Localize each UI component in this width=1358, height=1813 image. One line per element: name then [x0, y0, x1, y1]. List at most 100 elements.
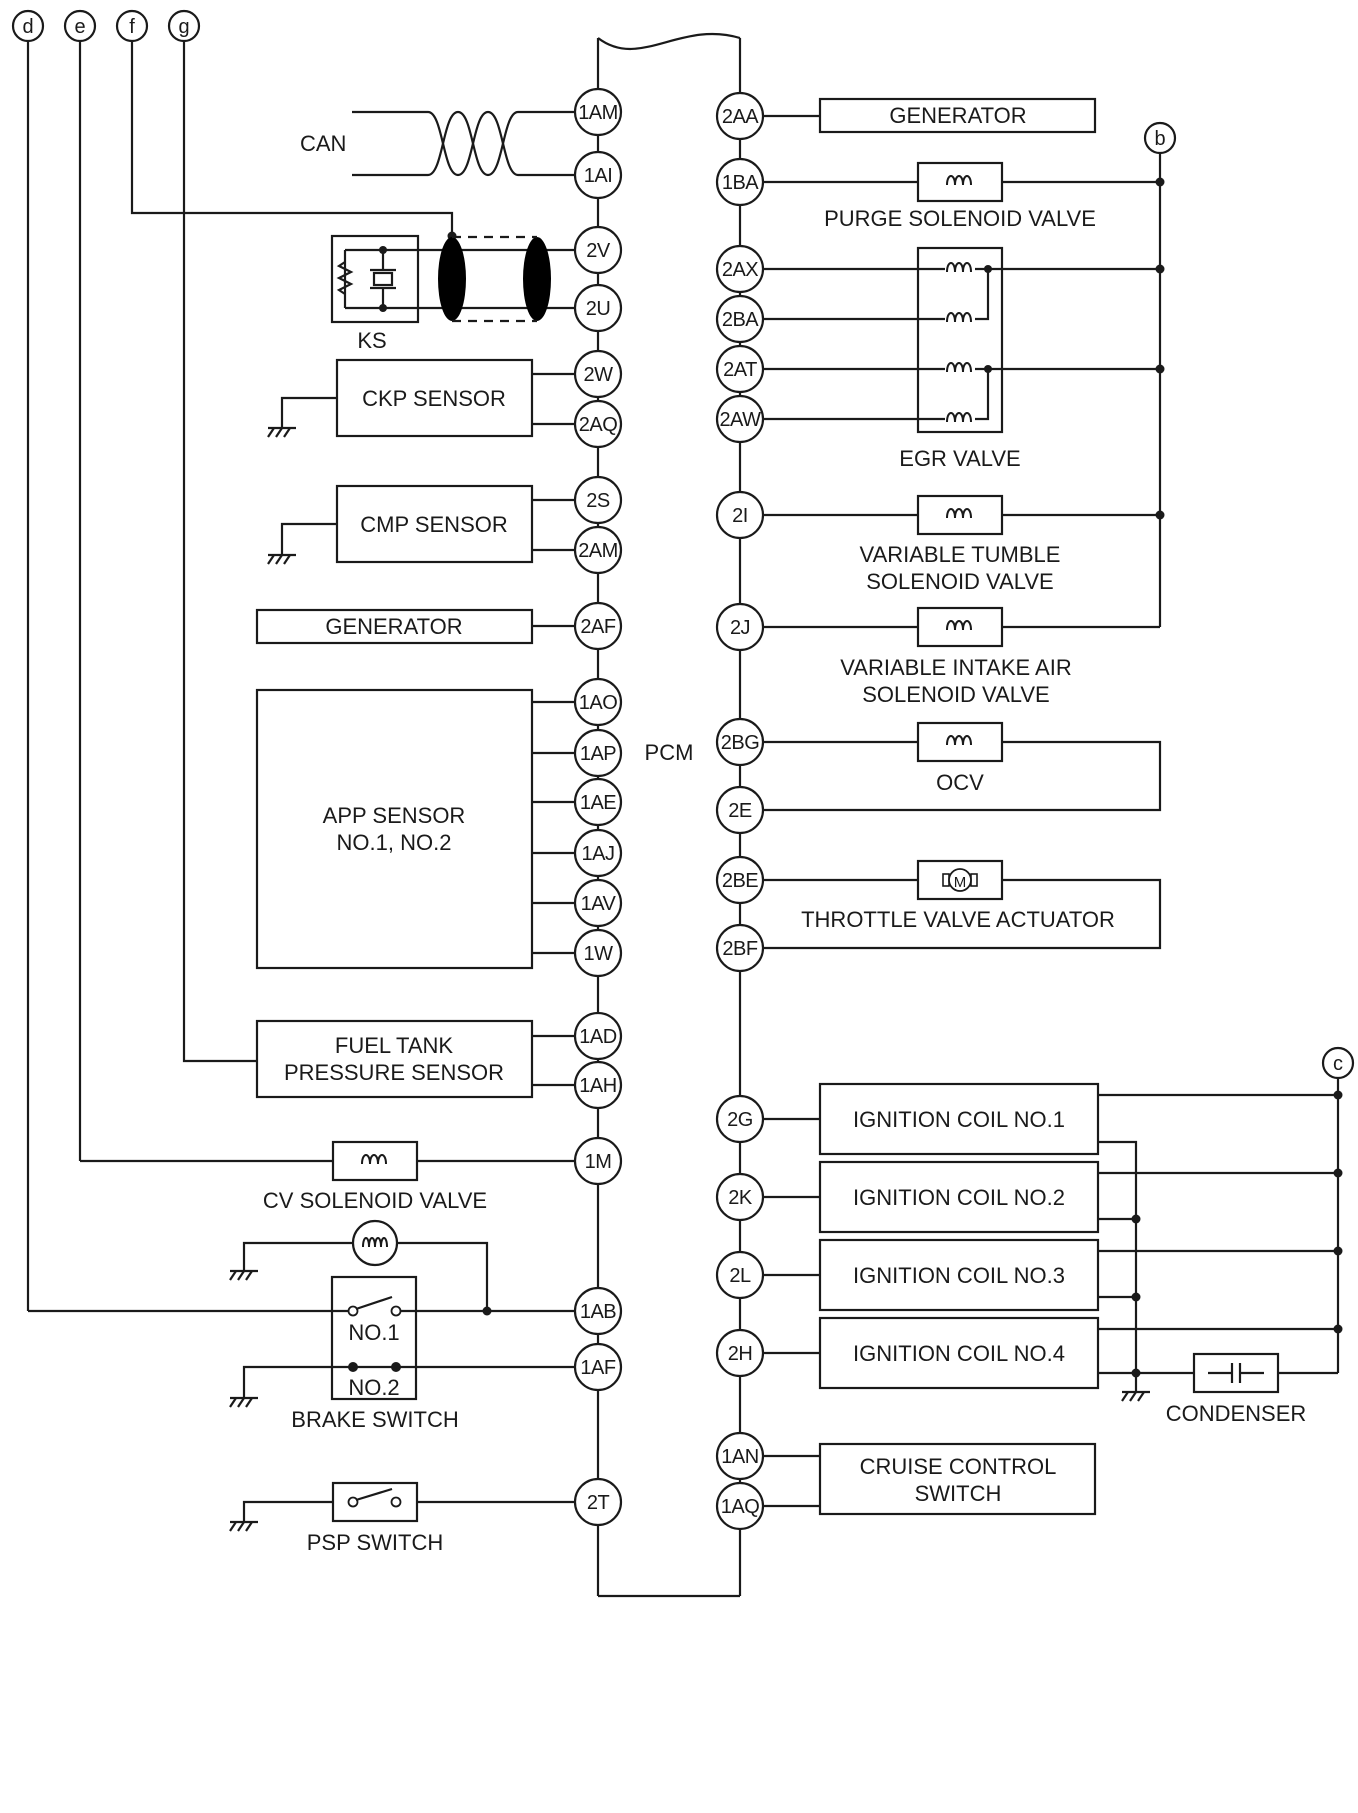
fuel-tank-pressure-sensor: FUEL TANK PRESSURE SENSOR: [255, 1019, 575, 1099]
condenser: CONDENSER: [1166, 1352, 1338, 1426]
vt-label-2: SOLENOID VALVE: [866, 569, 1053, 594]
purge-solenoid-valve: PURGE SOLENOID VALVE: [763, 161, 1160, 231]
svg-text:1M: 1M: [585, 1151, 612, 1173]
svg-text:1AI: 1AI: [584, 165, 613, 187]
psp-switch: PSP SWITCH: [228, 1481, 575, 1555]
pin-1AF: 1AF: [573, 1342, 623, 1392]
svg-text:1W: 1W: [584, 943, 614, 965]
ig2-label: IGNITION COIL NO.2: [853, 1185, 1065, 1210]
motor-icon: M: [954, 874, 967, 891]
pin-1AB: 1AB: [573, 1286, 623, 1336]
pcm-pins-left: 1AM 1AI 2V 2U 2W 2AQ 2S 2AM 2AF 1AO 1AP …: [573, 87, 623, 1527]
svg-text:2K: 2K: [728, 1187, 753, 1209]
pin-1BA: 1BA: [715, 157, 765, 207]
svg-text:2AQ: 2AQ: [579, 414, 618, 436]
app-sensor: APP SENSOR NO.1, NO.2: [255, 688, 575, 970]
pin-1AO: 1AO: [573, 677, 623, 727]
svg-text:e: e: [74, 16, 85, 38]
svg-text:1AJ: 1AJ: [582, 843, 615, 865]
svg-text:2AF: 2AF: [580, 616, 615, 638]
pcm-pins-right: 2AA 1BA 2AX 2BA 2AT 2AW 2I 2J 2BG 2E 2BE…: [715, 91, 765, 1531]
pin-2S: 2S: [573, 475, 623, 525]
pin-2AA: 2AA: [715, 91, 765, 141]
pin-1AV: 1AV: [573, 878, 623, 928]
connector-d: d: [11, 9, 45, 1311]
pin-2AF: 2AF: [573, 601, 623, 651]
svg-text:2BG: 2BG: [721, 732, 760, 754]
pin-1AP: 1AP: [573, 728, 623, 778]
cc-label-2: SWITCH: [915, 1481, 1002, 1506]
ig3-label: IGNITION COIL NO.3: [853, 1263, 1065, 1288]
svg-text:2L: 2L: [729, 1265, 751, 1287]
can-bus: CAN: [300, 110, 575, 177]
svg-text:2AX: 2AX: [722, 259, 758, 281]
ftps-label-2: PRESSURE SENSOR: [284, 1060, 504, 1085]
svg-text:2E: 2E: [728, 800, 752, 822]
app-label-2: NO.1, NO.2: [337, 830, 452, 855]
pin-2AT: 2AT: [715, 344, 765, 394]
ignition-coil-3: IGNITION COIL NO.3: [763, 1238, 1338, 1312]
svg-text:c: c: [1333, 1053, 1343, 1075]
generator-right-label: GENERATOR: [889, 103, 1026, 128]
can-label: CAN: [300, 131, 346, 156]
svg-text:2S: 2S: [586, 490, 610, 512]
svg-text:2AM: 2AM: [578, 540, 618, 562]
svg-text:1AB: 1AB: [580, 1301, 616, 1323]
pin-2U: 2U: [573, 283, 623, 333]
variable-tumble-solenoid-valve: VARIABLE TUMBLE SOLENOID VALVE: [763, 494, 1160, 594]
pin-1AM: 1AM: [573, 87, 623, 137]
svg-text:1AN: 1AN: [721, 1446, 758, 1468]
connector-e: e: [63, 9, 97, 1161]
pin-1AN: 1AN: [715, 1431, 765, 1481]
cv-solenoid-valve: CV SOLENOID VALVE: [80, 1140, 575, 1213]
generator-right: GENERATOR: [763, 97, 1097, 134]
pin-2BA: 2BA: [715, 294, 765, 344]
svg-text:1AM: 1AM: [578, 102, 618, 124]
svg-text:1BA: 1BA: [722, 172, 759, 194]
connector-b: b: [1143, 121, 1177, 627]
svg-text:1AF: 1AF: [580, 1357, 615, 1379]
pin-1AQ: 1AQ: [715, 1481, 765, 1531]
pin-2J: 2J: [715, 602, 765, 652]
cmp-label: CMP SENSOR: [360, 512, 508, 537]
knock-sensor: KS: [330, 234, 575, 353]
svg-text:2V: 2V: [586, 240, 611, 262]
brake-no2-label: NO.2: [348, 1375, 399, 1400]
svg-text:2J: 2J: [730, 617, 750, 639]
pin-2V: 2V: [573, 225, 623, 275]
pin-2AM: 2AM: [573, 525, 623, 575]
svg-text:1AE: 1AE: [580, 792, 616, 814]
pin-2K: 2K: [715, 1172, 765, 1222]
ignition-coil-1: IGNITION COIL NO.1: [763, 1082, 1338, 1373]
pin-1W: 1W: [573, 928, 623, 978]
tva-label: THROTTLE VALVE ACTUATOR: [801, 907, 1115, 932]
svg-text:b: b: [1154, 128, 1165, 150]
ignition-coil-4: IGNITION COIL NO.4: [763, 1316, 1338, 1403]
cc-label-1: CRUISE CONTROL: [860, 1454, 1057, 1479]
svg-text:2H: 2H: [728, 1343, 753, 1365]
svg-text:2U: 2U: [586, 298, 611, 320]
pin-1AH: 1AH: [573, 1060, 623, 1110]
svg-text:1AH: 1AH: [579, 1075, 616, 1097]
cv-solenoid-label: CV SOLENOID VALVE: [263, 1188, 487, 1213]
svg-text:2AA: 2AA: [722, 106, 759, 128]
svg-text:2G: 2G: [727, 1109, 753, 1131]
pin-2BG: 2BG: [715, 717, 765, 767]
egr-label: EGR VALVE: [899, 446, 1020, 471]
svg-text:2AW: 2AW: [719, 409, 761, 431]
via-label-2: SOLENOID VALVE: [862, 682, 1049, 707]
svg-text:2T: 2T: [587, 1492, 610, 1514]
ignition-coil-2: IGNITION COIL NO.2: [763, 1160, 1338, 1234]
pin-2E: 2E: [715, 785, 765, 835]
pin-2T: 2T: [573, 1477, 623, 1527]
cmp-sensor: CMP SENSOR: [266, 484, 575, 566]
pin-1AI: 1AI: [573, 150, 623, 200]
ks-label: KS: [357, 328, 386, 353]
throttle-valve-actuator: M THROTTLE VALVE ACTUATOR: [763, 859, 1162, 950]
brake-switch: NO.1 NO.2 BRAKE SWITCH: [28, 1219, 575, 1432]
pin-2H: 2H: [715, 1328, 765, 1378]
pin-2G: 2G: [715, 1094, 765, 1144]
pin-1M: 1M: [573, 1136, 623, 1186]
svg-text:g: g: [178, 16, 189, 38]
generator-left-label: GENERATOR: [325, 614, 462, 639]
